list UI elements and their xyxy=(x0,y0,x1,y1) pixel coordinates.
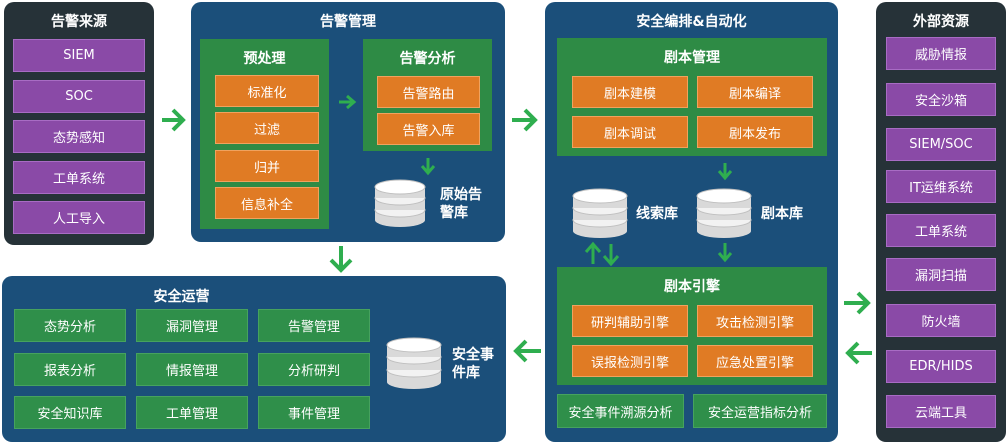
ops-situation-analysis[interactable]: 态势分析 xyxy=(14,309,126,342)
arrow-preprocess-to-analysis xyxy=(339,94,357,110)
ops-analysis-judgment[interactable]: 分析研判 xyxy=(258,353,370,386)
playbook-debug[interactable]: 剧本调试 xyxy=(572,116,688,148)
ops-vuln-management[interactable]: 漏洞管理 xyxy=(136,309,248,342)
external-resources-panel: 外部资源 威胁情报 安全沙箱 SIEM/SOC IT运维系统 工单系统 漏洞扫描… xyxy=(876,2,1006,442)
ext-firewall[interactable]: 防火墙 xyxy=(886,304,996,337)
incident-tracing-analysis[interactable]: 安全事件溯源分析 xyxy=(557,394,684,428)
ext-it-ops-system[interactable]: IT运维系统 xyxy=(886,170,996,203)
ops-event-management[interactable]: 事件管理 xyxy=(258,396,370,429)
alarm-routing[interactable]: 告警路由 xyxy=(377,76,480,108)
playbook-engine-title: 剧本引擎 xyxy=(664,279,720,295)
preprocess-filter[interactable]: 过滤 xyxy=(215,112,319,144)
security-operations-title: 安全运营 xyxy=(153,289,210,305)
ops-report-analysis[interactable]: 报表分析 xyxy=(14,353,126,386)
playbook-db-icon xyxy=(696,188,752,238)
preprocess-normalize[interactable]: 标准化 xyxy=(215,75,319,107)
arrow-external-to-orchestration xyxy=(845,341,872,365)
alarm-management-panel: 告警管理 预处理 标准化 过滤 归并 信息补全 告警分析 告警路由 告警入库 原… xyxy=(191,2,505,242)
playbook-compile[interactable]: 剧本编译 xyxy=(697,76,813,108)
alarm-sources-panel: 告警来源 SIEM SOC 态势感知 工单系统 人工导入 xyxy=(4,2,154,245)
raw-alarm-db-label-line1: 原始告 xyxy=(440,187,482,203)
security-event-db-label: 安全事 件库 xyxy=(452,346,494,382)
security-operations-panel: 安全运营 态势分析 漏洞管理 告警管理 报表分析 情报管理 分析研判 安全知识库… xyxy=(2,276,506,442)
playbook-modeling[interactable]: 剧本建模 xyxy=(572,76,688,108)
arrow-clue-db-bidirectional xyxy=(584,241,620,267)
ops-alarm-management[interactable]: 告警管理 xyxy=(258,309,370,342)
raw-alarm-db-icon xyxy=(374,179,426,227)
alarm-analysis-title: 告警分析 xyxy=(399,51,456,67)
preprocess-title: 预处理 xyxy=(243,51,286,67)
ops-intel-management[interactable]: 情报管理 xyxy=(136,353,248,386)
ext-threat-intel[interactable]: 威胁情报 xyxy=(886,37,996,70)
ops-metrics-analysis[interactable]: 安全运营指标分析 xyxy=(693,394,827,428)
source-manual-import[interactable]: 人工导入 xyxy=(13,201,145,234)
ops-ticket-management[interactable]: 工单管理 xyxy=(136,396,248,429)
playbook-management-group: 剧本管理 剧本建模 剧本编译 剧本调试 剧本发布 xyxy=(557,38,827,156)
playbook-management-title: 剧本管理 xyxy=(664,50,720,66)
arrow-orchestration-to-external xyxy=(844,291,871,315)
ext-security-sandbox[interactable]: 安全沙箱 xyxy=(886,83,996,116)
ext-edr-hids[interactable]: EDR/HIDS xyxy=(886,350,996,383)
source-situation-awareness[interactable]: 态势感知 xyxy=(13,120,145,153)
alarm-management-title: 告警管理 xyxy=(320,14,376,30)
ext-siem-soc[interactable]: SIEM/SOC xyxy=(886,128,996,161)
security-event-db-icon xyxy=(386,337,442,389)
engine-false-positive-detection[interactable]: 误报检测引擎 xyxy=(572,345,688,377)
ext-cloud-tools[interactable]: 云端工具 xyxy=(886,395,996,428)
arrow-playbook-db-to-engine xyxy=(717,243,733,263)
preprocess-enrich[interactable]: 信息补全 xyxy=(215,187,319,219)
external-resources-title: 外部资源 xyxy=(913,14,969,30)
engine-emergency-response[interactable]: 应急处置引擎 xyxy=(697,345,813,377)
source-ticket-system[interactable]: 工单系统 xyxy=(13,161,145,194)
engine-attack-detection[interactable]: 攻击检测引擎 xyxy=(697,305,813,337)
arrow-mgmt-to-orchestration xyxy=(512,108,538,132)
playbook-db-label: 剧本库 xyxy=(761,206,803,222)
alarm-storage[interactable]: 告警入库 xyxy=(377,113,480,145)
security-event-db-label-line1: 安全事 xyxy=(452,347,494,363)
alarm-analysis-group: 告警分析 告警路由 告警入库 xyxy=(363,39,492,151)
arrow-analysis-to-db xyxy=(420,158,436,176)
orchestration-title: 安全编排&自动化 xyxy=(636,14,747,30)
source-siem[interactable]: SIEM xyxy=(13,39,145,72)
alarm-sources-title: 告警来源 xyxy=(51,14,107,30)
playbook-engine-group: 剧本引擎 研判辅助引擎 攻击检测引擎 误报检测引擎 应急处置引擎 xyxy=(557,267,827,385)
clue-db-label: 线索库 xyxy=(636,206,678,222)
arrow-orchestration-to-ops xyxy=(513,339,541,363)
engine-judgment-assist[interactable]: 研判辅助引擎 xyxy=(572,305,688,337)
source-soc[interactable]: SOC xyxy=(13,80,145,113)
arrow-mgmt-to-playbook-db xyxy=(717,163,733,181)
raw-alarm-db-label-line2: 警库 xyxy=(440,205,468,221)
playbook-publish[interactable]: 剧本发布 xyxy=(697,116,813,148)
raw-alarm-db-label: 原始告 警库 xyxy=(440,186,482,222)
orchestration-panel: 安全编排&自动化 剧本管理 剧本建模 剧本编译 剧本调试 剧本发布 线索库 剧本… xyxy=(545,2,838,442)
ops-knowledge-base[interactable]: 安全知识库 xyxy=(14,396,126,429)
ext-ticket-system[interactable]: 工单系统 xyxy=(886,214,996,247)
arrow-sources-to-mgmt xyxy=(162,108,186,132)
preprocess-merge[interactable]: 归并 xyxy=(215,150,319,182)
arrow-mgmt-to-ops xyxy=(329,246,353,273)
clue-db-icon xyxy=(572,188,628,238)
ext-vuln-scan[interactable]: 漏洞扫描 xyxy=(886,258,996,291)
security-event-db-label-line2: 件库 xyxy=(452,365,480,381)
preprocess-group: 预处理 标准化 过滤 归并 信息补全 xyxy=(200,39,329,229)
